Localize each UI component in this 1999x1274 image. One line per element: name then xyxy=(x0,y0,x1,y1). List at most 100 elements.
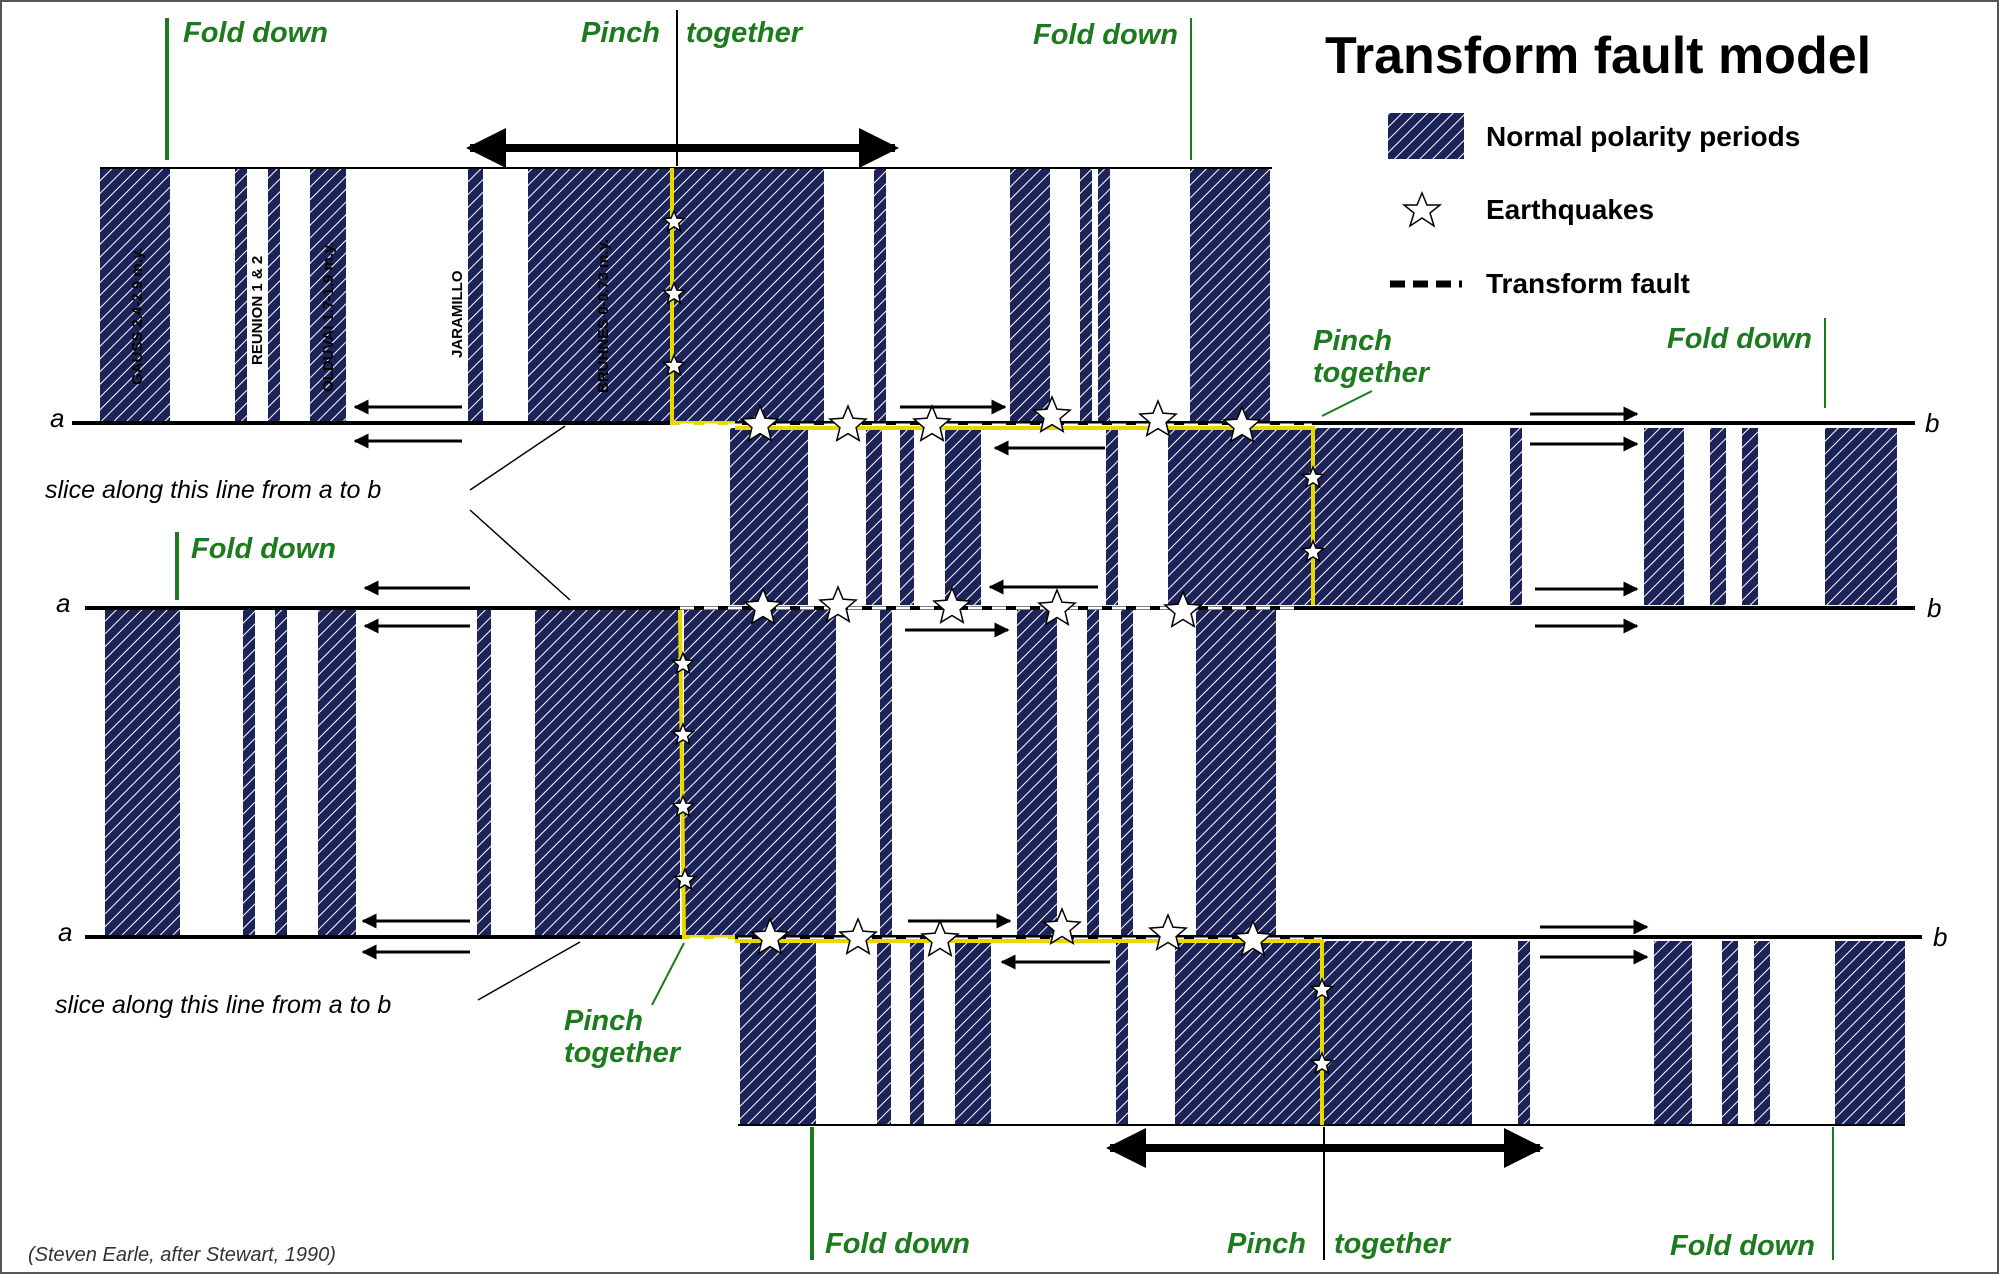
together-label: together xyxy=(686,17,804,49)
pinch-label: Pinch xyxy=(581,17,660,49)
slice-leader xyxy=(469,425,566,491)
earthquake-star-icon xyxy=(1042,907,1082,945)
normal-polarity-stripe xyxy=(1644,428,1684,605)
normal-polarity-stripe xyxy=(1742,428,1758,605)
legend-normal-polarity: Normal polarity periods xyxy=(1486,121,1800,152)
earthquake-star-icon xyxy=(1138,399,1178,437)
normal-polarity-stripe xyxy=(1510,428,1522,605)
normal-polarity-stripe xyxy=(877,941,891,1125)
earthquake-star-icon xyxy=(912,404,952,442)
pinch-label: Pinch xyxy=(1227,1228,1306,1260)
earthquake-star-icon xyxy=(1309,1051,1335,1075)
normal-polarity-stripe xyxy=(468,168,483,423)
slice-note: slice along this line from a to b xyxy=(45,476,381,504)
normal-polarity-stripe xyxy=(310,168,346,423)
normal-polarity-stripe xyxy=(1825,428,1897,605)
earthquake-star-icon xyxy=(740,404,780,442)
earthquake-star-icon xyxy=(1233,919,1273,957)
normal-polarity-stripe xyxy=(1835,941,1905,1125)
normal-polarity-stripe xyxy=(684,610,836,937)
normal-polarity-stripe xyxy=(1654,941,1692,1125)
page-title: Transform fault model xyxy=(1325,27,1871,85)
earthquake-star-icon xyxy=(828,404,868,442)
normal-polarity-stripe xyxy=(866,428,882,605)
earthquake-star-icon xyxy=(818,585,858,623)
normal-polarity-stripe xyxy=(1322,941,1472,1125)
legend-transform-fault: Transform fault xyxy=(1486,268,1690,299)
earthquake-star-icon xyxy=(932,586,972,624)
earthquake-star-icon xyxy=(670,794,696,818)
earthquake-star-icon xyxy=(661,353,687,377)
marker-lines xyxy=(165,10,1834,1260)
earthquake-star-icon xyxy=(1309,977,1335,1001)
normal-polarity-stripe xyxy=(1106,428,1118,605)
fold-down-label: Fold down xyxy=(1667,323,1812,355)
credit-text: (Steven Earle, after Stewart, 1990) xyxy=(28,1244,336,1266)
normal-polarity-stripe xyxy=(275,610,287,937)
slice-leader xyxy=(469,509,571,601)
normal-polarity-stripe xyxy=(1168,428,1313,605)
earthquake-star-icon xyxy=(1222,405,1262,443)
normal-polarity-stripe xyxy=(1518,941,1530,1125)
slice-note: slice along this line from a to b xyxy=(55,991,391,1019)
normal-polarity-stripe xyxy=(243,610,255,937)
normal-polarity-stripe xyxy=(268,168,280,423)
normal-polarity-stripe xyxy=(1087,610,1099,937)
pinch-label: Pinch xyxy=(1313,325,1392,357)
normal-polarity-stripe xyxy=(740,941,816,1125)
normal-polarity-stripe xyxy=(1010,168,1050,423)
earthquake-star-icon xyxy=(1148,913,1188,951)
normal-polarity-stripe xyxy=(1190,168,1270,423)
endpoint-a: a xyxy=(50,403,64,433)
normal-polarity-stripe xyxy=(1175,941,1322,1125)
normal-polarity-stripe xyxy=(1116,941,1128,1125)
fold-down-label: Fold down xyxy=(825,1228,970,1260)
chron-reunion: REUNION 1 & 2 xyxy=(249,256,266,365)
earthquake-star-icon xyxy=(661,209,687,233)
normal-polarity-stripe xyxy=(880,610,892,937)
fold-down-label: Fold down xyxy=(1033,19,1178,51)
normal-polarity-stripe xyxy=(1196,610,1276,937)
normal-polarity-stripe xyxy=(1710,428,1726,605)
fold-down-label: Fold down xyxy=(183,17,328,49)
earthquake-star-icon xyxy=(750,917,790,955)
earthquake-star-icon xyxy=(1032,395,1072,433)
normal-polarity-stripe xyxy=(1722,941,1738,1125)
together-label: together xyxy=(564,1037,682,1069)
together-label: together xyxy=(1313,357,1431,389)
endpoint-b: b xyxy=(1927,593,1941,623)
endpoint-b: b xyxy=(1925,408,1939,438)
earthquake-star-icon xyxy=(1163,590,1203,628)
fold-down-label: Fold down xyxy=(191,533,336,565)
normal-polarity-stripe xyxy=(955,941,991,1125)
star-earthquake-icon xyxy=(1401,191,1443,228)
earthquake-star-icon xyxy=(672,867,698,891)
pinch-leader xyxy=(1321,390,1373,417)
together-label: together xyxy=(1334,1228,1452,1260)
normal-polarity-stripe xyxy=(1098,168,1110,423)
earthquake-star-icon xyxy=(1300,539,1326,563)
normal-polarity-stripe xyxy=(1754,941,1770,1125)
normal-polarity-stripe xyxy=(105,610,180,937)
fold-down-label: Fold down xyxy=(1670,1230,1815,1262)
chron-olduvai: OLDUVAI 1.7-1.9 m.y. xyxy=(320,242,337,392)
normal-polarity-stripe xyxy=(535,610,680,937)
legend: Normal polarity periods Earthquakes Tran… xyxy=(1388,113,1800,299)
earthquake-star-icon xyxy=(920,919,960,957)
endpoint-b: b xyxy=(1933,922,1947,952)
endpoint-a: a xyxy=(58,917,72,947)
chron-gauss: GAUSS 2.4-2.9 m.y. xyxy=(129,248,146,385)
normal-polarity-stripe xyxy=(1017,610,1057,937)
normal-polarity-stripe xyxy=(1080,168,1092,423)
normal-polarity-stripe xyxy=(900,428,914,605)
endpoint-a: a xyxy=(56,588,70,618)
legend-earthquakes: Earthquakes xyxy=(1486,194,1654,225)
earthquake-star-icon xyxy=(1037,588,1077,626)
chron-labels: GAUSS 2.4-2.9 m.y. REUNION 1 & 2 OLDUVAI… xyxy=(129,239,612,393)
earthquake-star-icon xyxy=(661,281,687,305)
normal-polarity-stripe xyxy=(100,168,170,423)
normal-polarity-stripe xyxy=(910,941,924,1125)
spreading-arrows xyxy=(353,399,1649,970)
normal-polarity-stripe xyxy=(672,168,824,423)
